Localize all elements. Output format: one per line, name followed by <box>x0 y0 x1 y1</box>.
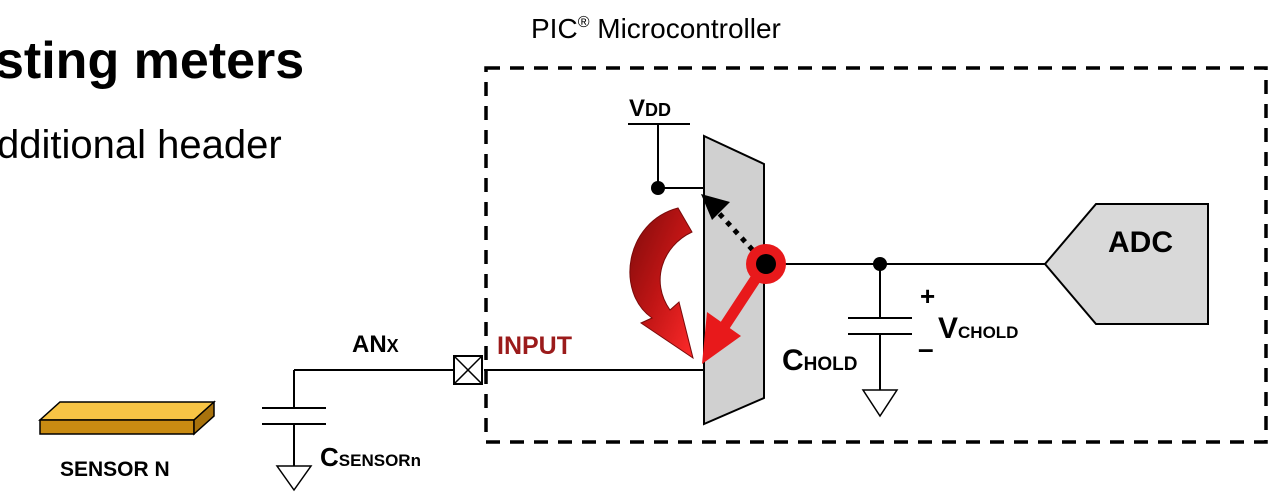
sensor-plate-front <box>39 419 195 435</box>
mcu-label: PIC® Microcontroller <box>531 13 781 44</box>
chold-main: C <box>782 344 804 377</box>
chold-label: CHOLD <box>782 344 858 377</box>
slide-subtitle: dditional header <box>0 123 282 167</box>
red-arrow-head <box>702 312 741 364</box>
vdd-node <box>651 181 665 195</box>
sensor-plate-side <box>193 400 215 436</box>
csensor-ground-icon <box>275 465 313 492</box>
sensor-plate-top <box>38 401 216 421</box>
anx-pin-cross-b <box>453 355 483 385</box>
dotted-arrow-head <box>701 194 730 220</box>
slide-title: sting meters <box>0 32 304 90</box>
mcu-boundary <box>484 66 1268 444</box>
anx-sub: X <box>387 336 399 356</box>
sensor-label: SENSOR N <box>60 458 170 481</box>
csensor-label: CSENSORn <box>320 442 421 472</box>
vdd-sub: DD <box>645 100 671 120</box>
mcu-label-main: PIC <box>531 13 578 44</box>
anx-main: AN <box>352 331 387 358</box>
vchold-label: VCHOLD <box>938 312 1018 345</box>
adc-block <box>1043 203 1209 325</box>
vdd-main: V <box>629 95 645 122</box>
switch-pivot-node <box>756 254 776 274</box>
minus-sign: – <box>918 333 934 364</box>
vchold-sub: CHOLD <box>958 323 1018 342</box>
csensor-sub: SENSORn <box>339 451 421 470</box>
mcu-registered: ® <box>578 14 590 31</box>
mcu-label-suffix: Microcontroller <box>589 13 780 44</box>
vchold-main: V <box>938 312 958 345</box>
chold-sub: HOLD <box>804 354 858 375</box>
input-label: INPUT <box>497 332 572 360</box>
chold-ground-icon <box>861 389 899 418</box>
curved-red-arrow <box>629 207 694 360</box>
adc-label: ADC <box>1108 226 1173 259</box>
vdd-label: VDD <box>629 95 671 122</box>
csensor-main: C <box>320 442 339 472</box>
anx-label: ANX <box>352 331 399 358</box>
plus-sign: + <box>920 281 935 311</box>
